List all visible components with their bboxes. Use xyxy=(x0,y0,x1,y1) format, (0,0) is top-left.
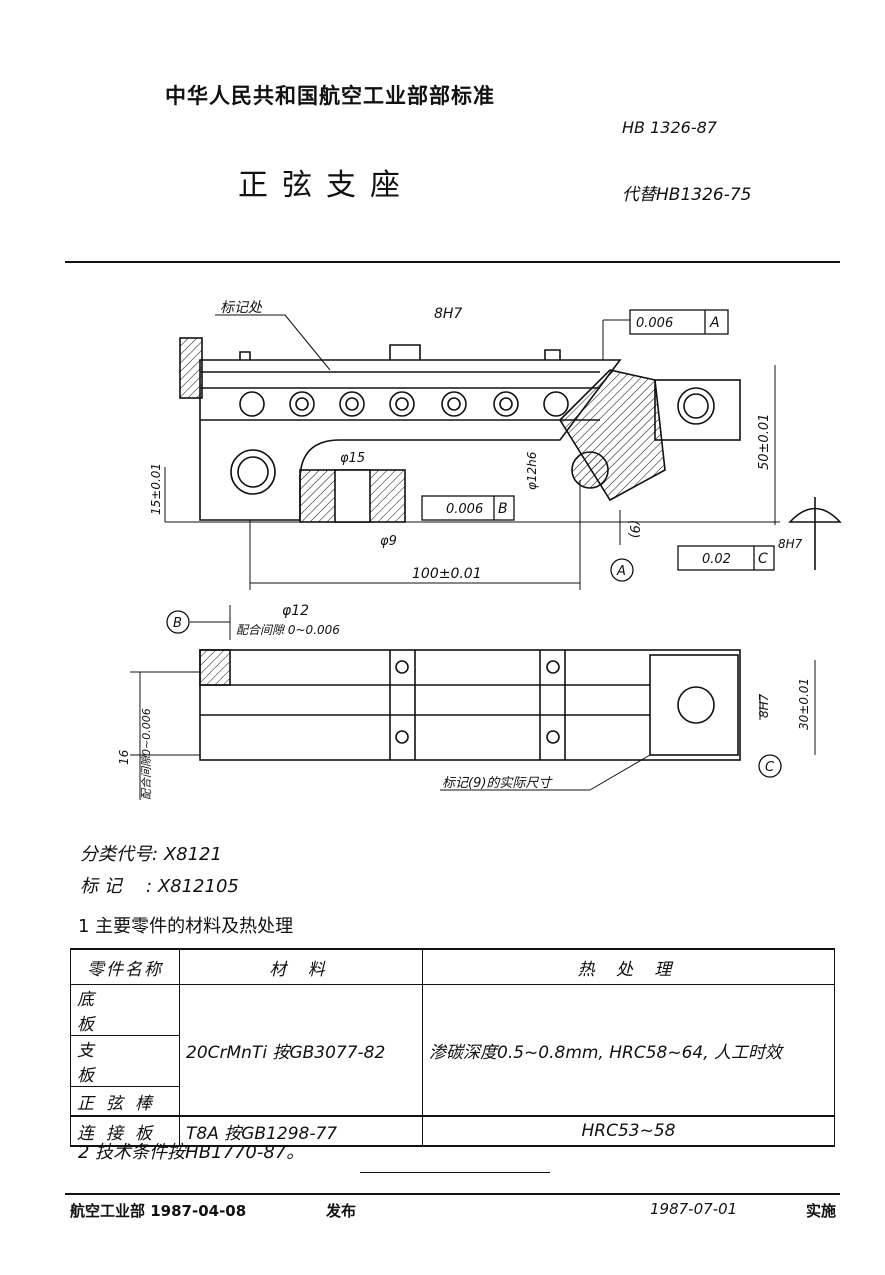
treatment-cell: 渗碳深度0.5~0.8mm, HRC58~64, 人工时效 xyxy=(422,984,835,1117)
part-name: 连接板 xyxy=(77,1123,164,1144)
footer-effective-date: 1987-07-01 xyxy=(650,1200,738,1218)
part-cell: 连接板 xyxy=(70,1115,180,1147)
treatment-cell: HRC53~58 xyxy=(422,1115,835,1147)
mark-line: 标 记: X812105 xyxy=(80,872,239,898)
dim-16: 16 xyxy=(117,749,131,765)
dim-50: 50±0.01 xyxy=(757,414,772,470)
table-header-row: 零件名称 材 料 热 处 理 xyxy=(70,948,835,985)
clearance-top: 配合间隙 0~0.006 xyxy=(236,623,340,637)
label-mark-location: 标记处 xyxy=(220,300,263,316)
replaces-standard: 代替HB1326-75 xyxy=(622,185,752,205)
classification-value: X8121 xyxy=(163,844,222,865)
part-cell: 正弦棒 xyxy=(70,1086,180,1117)
standard-code: HB 1326-87 xyxy=(622,118,717,137)
datum-b-label: B xyxy=(498,501,508,517)
materials-table: 零件名称 材 料 热 处 理 底板 20CrMnTi 按GB3077-82 渗碳… xyxy=(70,948,835,1147)
standard-org: 中华人民共和国航空工业部部标准 xyxy=(165,84,495,108)
datum-c-circle: C xyxy=(765,760,775,775)
end-rule xyxy=(360,1172,550,1173)
dim-100: 100±0.01 xyxy=(412,566,482,582)
section-1-heading: 1 主要零件的材料及热处理 xyxy=(78,916,294,937)
part-name: 底板 xyxy=(77,990,138,1035)
clearance-left: 配合间隙0~0.006 xyxy=(140,708,153,800)
top-view xyxy=(130,605,816,800)
dim-8h7-right: 8H7 xyxy=(757,693,771,718)
part-name: 支板 xyxy=(77,1041,138,1086)
header-heat-treatment: 热 处 理 xyxy=(422,948,835,985)
header-material: 材 料 xyxy=(179,948,423,985)
part-cell: 底板 xyxy=(70,984,180,1036)
classification-line: 分类代号: X8121 xyxy=(80,840,222,866)
datum-b-circle: B xyxy=(173,616,182,631)
mark-label: 标 记 xyxy=(80,876,122,897)
table-row: 正弦棒 xyxy=(70,1086,835,1117)
dim-15: 15±0.01 xyxy=(149,463,163,515)
datum-c-label: C xyxy=(758,551,768,567)
tol-parallel-b: 0.006 xyxy=(446,502,483,517)
section-2-text: 2 技术条件按HB1770-87。 xyxy=(78,1142,305,1163)
footer-published: 发布 xyxy=(326,1202,357,1220)
table-row: 底板 20CrMnTi 按GB3077-82 渗碳深度0.5~0.8mm, HR… xyxy=(70,984,835,1117)
dim-phi12: φ12h6 xyxy=(525,451,539,490)
dim-phi12-top: φ12 xyxy=(282,603,309,619)
footer-issuer: 航空工业部 1987-04-08 xyxy=(70,1202,247,1220)
table-row: 支板 xyxy=(70,1035,835,1087)
mark-value: X812105 xyxy=(157,876,239,897)
dim-phi9: φ9 xyxy=(380,534,397,549)
table-row: 连接板 T8A 按GB1298-77 HRC53~58 xyxy=(70,1115,835,1147)
technical-drawing: 标记处 8H7 0.006 A 50±0.01 φ15 φ12h6 15±0.0… xyxy=(117,300,842,800)
tol-parallel-a: 0.006 xyxy=(636,316,673,331)
footer-rule xyxy=(65,1193,840,1195)
note-actual-size: 标记(9)的实际尺寸 xyxy=(442,775,553,791)
front-view xyxy=(164,314,842,590)
dim-phi15: φ15 xyxy=(340,451,365,466)
material-cell: 20CrMnTi 按GB3077-82 xyxy=(179,984,423,1117)
tol-flat-c: 0.02 xyxy=(702,552,731,567)
part-cell: 支板 xyxy=(70,1035,180,1087)
footer-effective: 实施 xyxy=(806,1202,837,1220)
dim-30: 30±0.01 xyxy=(797,678,811,730)
datum-a-circle: A xyxy=(616,564,626,579)
document-title: 正弦支座 xyxy=(238,168,414,203)
classification-label: 分类代号 xyxy=(80,844,152,865)
part-name: 正弦棒 xyxy=(77,1093,164,1114)
material-cell: T8A 按GB1298-77 xyxy=(179,1115,423,1147)
datum-a-label: A xyxy=(709,315,720,331)
dim-9: (9) xyxy=(626,520,641,538)
header-part-name: 零件名称 xyxy=(70,948,180,985)
top-rule xyxy=(65,261,840,263)
fit-8h7-side: 8H7 xyxy=(778,537,803,551)
fit-8h7: 8H7 xyxy=(434,306,462,322)
